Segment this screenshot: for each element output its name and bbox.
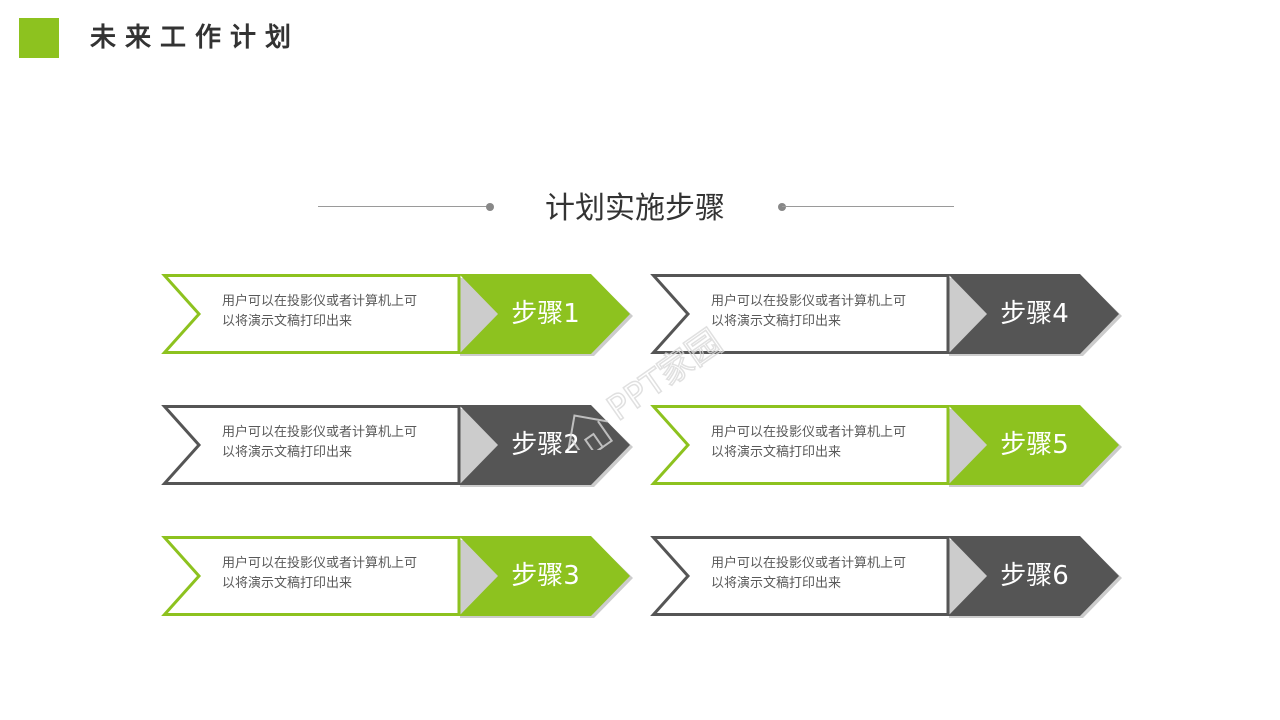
- step-3-description: 用户可以在投影仪或者计算机上可 以将演示文稿打印出来: [222, 554, 462, 594]
- step-3-description-line-1: 用户可以在投影仪或者计算机上可: [222, 556, 418, 571]
- page-title: 未来工作计划: [90, 23, 301, 53]
- step-3-label: 步骤3: [511, 561, 580, 591]
- step-card-3: 用户可以在投影仪或者计算机上可 以将演示文稿打印出来 步骤3: [161, 536, 633, 618]
- step-card-1: 用户可以在投影仪或者计算机上可 以将演示文稿打印出来 步骤1: [161, 274, 633, 356]
- step-2-description-line-1: 用户可以在投影仪或者计算机上可: [222, 425, 418, 440]
- step-2-label: 步骤2: [511, 430, 580, 460]
- step-2-description: 用户可以在投影仪或者计算机上可 以将演示文稿打印出来: [222, 423, 462, 463]
- step-1-description-line-1: 用户可以在投影仪或者计算机上可: [222, 294, 418, 309]
- step-5-arrow-shape: [650, 405, 1122, 487]
- section-title-dot-left: [486, 203, 494, 211]
- section-title-dot-right: [778, 203, 786, 211]
- step-5-description: 用户可以在投影仪或者计算机上可 以将演示文稿打印出来: [711, 423, 951, 463]
- section-title-rule-right: [782, 206, 954, 207]
- step-1-description: 用户可以在投影仪或者计算机上可 以将演示文稿打印出来: [222, 292, 462, 332]
- step-5-description-line-1: 用户可以在投影仪或者计算机上可: [711, 425, 907, 440]
- section-title: 计划实施步骤: [545, 191, 725, 226]
- step-6-description-line-1: 用户可以在投影仪或者计算机上可: [711, 556, 907, 571]
- step-3-arrow-shape: [161, 536, 633, 618]
- step-1-label: 步骤1: [511, 299, 580, 329]
- step-4-label: 步骤4: [1000, 299, 1069, 329]
- step-4-description-line-2: 以将演示文稿打印出来: [711, 314, 842, 329]
- step-6-label: 步骤6: [1000, 561, 1069, 591]
- step-6-description: 用户可以在投影仪或者计算机上可 以将演示文稿打印出来: [711, 554, 951, 594]
- step-3-description-line-2: 以将演示文稿打印出来: [222, 576, 353, 591]
- step-4-arrow-shape: [650, 274, 1122, 356]
- step-6-description-line-2: 以将演示文稿打印出来: [711, 576, 842, 591]
- step-2-description-line-2: 以将演示文稿打印出来: [222, 445, 353, 460]
- step-card-4: 用户可以在投影仪或者计算机上可 以将演示文稿打印出来 步骤4: [650, 274, 1122, 356]
- step-5-label: 步骤5: [1000, 430, 1069, 460]
- step-card-6: 用户可以在投影仪或者计算机上可 以将演示文稿打印出来 步骤6: [650, 536, 1122, 618]
- header-accent-block: [19, 18, 59, 58]
- step-1-description-line-2: 以将演示文稿打印出来: [222, 314, 353, 329]
- step-4-description-line-1: 用户可以在投影仪或者计算机上可: [711, 294, 907, 309]
- step-5-description-line-2: 以将演示文稿打印出来: [711, 445, 842, 460]
- step-4-description: 用户可以在投影仪或者计算机上可 以将演示文稿打印出来: [711, 292, 951, 332]
- step-1-arrow-shape: [161, 274, 633, 356]
- step-card-5: 用户可以在投影仪或者计算机上可 以将演示文稿打印出来 步骤5: [650, 405, 1122, 487]
- step-6-arrow-shape: [650, 536, 1122, 618]
- section-title-rule-left: [318, 206, 490, 207]
- step-card-2: 用户可以在投影仪或者计算机上可 以将演示文稿打印出来 步骤2: [161, 405, 633, 487]
